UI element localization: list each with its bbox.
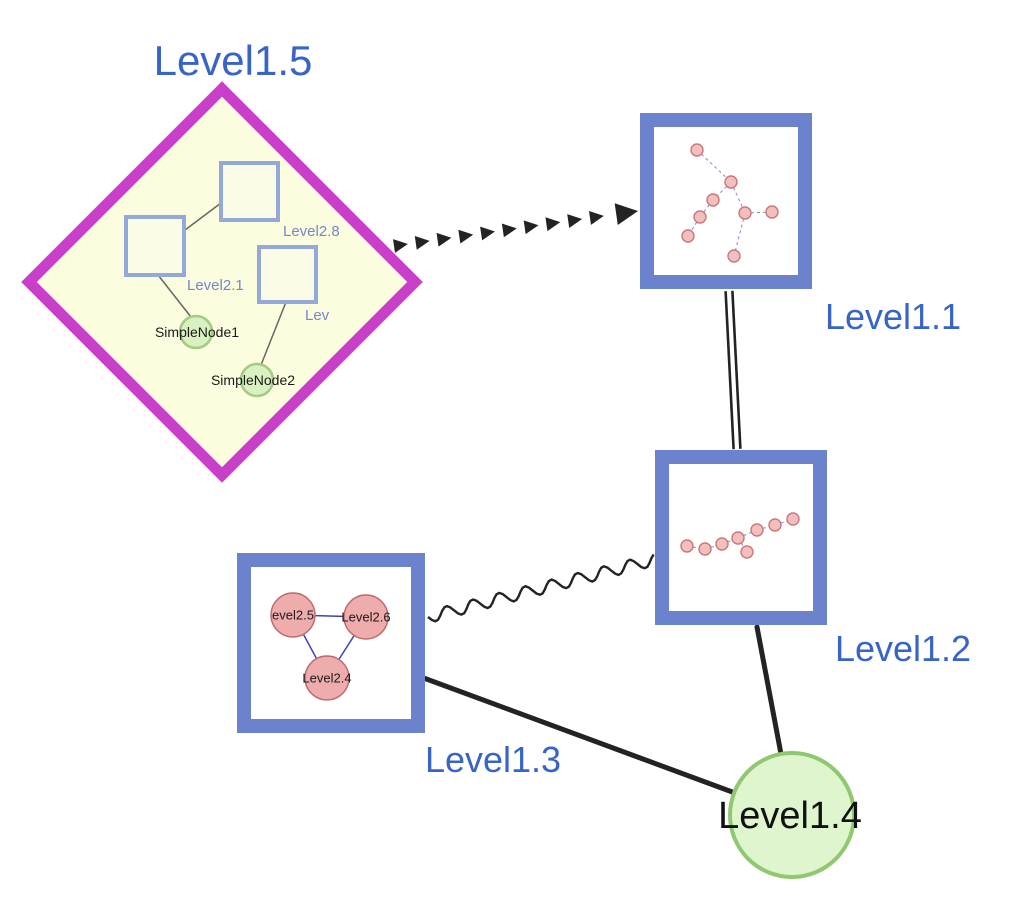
- mini-graph-node[interactable]: [768, 518, 782, 532]
- group-node-level1-5: Level2.8 Level2.1 Lev SimpleNode1 Simple…: [21, 37, 423, 483]
- edge-level1-5-to-level1-1[interactable]: [393, 203, 638, 253]
- label-level1-5: Level1.5: [154, 37, 313, 84]
- group-node-level1-1-shape[interactable]: [640, 113, 812, 289]
- edge-level1-3-to-level1-4[interactable]: [418, 674, 738, 796]
- mini-graph-node[interactable]: [750, 523, 764, 537]
- label-level2-1: Level2.1: [187, 277, 244, 294]
- mini-graph-node-label: evel2.5: [272, 608, 314, 623]
- label-level1-4: Level1.4: [718, 795, 862, 837]
- level1-1-inner-graph: [681, 143, 779, 263]
- inner-edge-levx-to-simplenode2[interactable]: [260, 301, 287, 366]
- mini-graph-node-label: Level2.6: [341, 610, 390, 625]
- group-node-level2-1-shape[interactable]: [124, 215, 186, 277]
- edges-layer: [393, 203, 784, 796]
- mini-graph-node[interactable]: [343, 594, 389, 640]
- label-lev: Lev: [305, 307, 330, 324]
- label-level1-2: Level1.2: [835, 628, 971, 669]
- label-level2-8: Level2.8: [283, 223, 340, 240]
- group-node-lev-shape[interactable]: [257, 245, 318, 304]
- group-node-level1-3-shape[interactable]: [237, 553, 425, 733]
- group-node-level1-1: Level1.1: [640, 113, 961, 337]
- mini-graph-node[interactable]: [727, 249, 741, 263]
- group-node-level2-8-shape[interactable]: [219, 161, 280, 222]
- node-simplenode2-shape[interactable]: [239, 362, 275, 398]
- mini-graph-node-label: Level2.4: [302, 671, 351, 686]
- mini-graph-node[interactable]: [693, 210, 707, 224]
- mini-graph-node[interactable]: [715, 537, 729, 551]
- mini-graph-node[interactable]: [740, 545, 754, 559]
- node-simplenode1-shape[interactable]: [178, 314, 214, 350]
- mini-graph-node[interactable]: [681, 229, 695, 243]
- label-level1-3: Level1.3: [425, 739, 561, 780]
- label-simplenode1: SimpleNode1: [155, 324, 239, 340]
- mini-graph-node[interactable]: [706, 193, 720, 207]
- mini-graph-node[interactable]: [270, 592, 316, 638]
- mini-graph-node[interactable]: [680, 539, 694, 553]
- mini-graph-node[interactable]: [690, 143, 704, 157]
- edge-level1-2-to-level1-4[interactable]: [754, 624, 784, 757]
- mini-graph-edge[interactable]: [733, 212, 746, 257]
- diamond-node-shape[interactable]: [21, 81, 423, 483]
- mini-graph-edge[interactable]: [744, 211, 773, 214]
- label-level1-1: Level1.1: [825, 296, 961, 337]
- level1-2-inner-graph: [680, 512, 800, 559]
- mini-graph-edge[interactable]: [696, 149, 732, 183]
- mini-graph-node[interactable]: [724, 175, 738, 189]
- edge-level1-1-to-level1-2[interactable]: [724, 290, 742, 450]
- mini-graph-node[interactable]: [304, 655, 350, 701]
- inner-edge-level2-1-to-simplenode1[interactable]: [157, 274, 192, 318]
- mini-graph-node[interactable]: [731, 531, 745, 545]
- label-simplenode2: SimpleNode2: [211, 372, 295, 388]
- node-level1-4-shape[interactable]: [728, 751, 856, 879]
- node-level1-4: Level1.4: [718, 751, 862, 879]
- mini-graph-node[interactable]: [765, 205, 779, 219]
- edge-level1-3-to-level1-2[interactable]: [427, 553, 655, 623]
- mini-graph-node[interactable]: [786, 512, 800, 526]
- group-node-level1-2: Level1.2: [655, 450, 971, 669]
- inner-edge-level2-1-to-level2-8[interactable]: [184, 202, 222, 231]
- mini-graph-node[interactable]: [698, 542, 712, 556]
- mini-graph-node[interactable]: [738, 206, 752, 220]
- mini-graph-edge[interactable]: [712, 181, 732, 201]
